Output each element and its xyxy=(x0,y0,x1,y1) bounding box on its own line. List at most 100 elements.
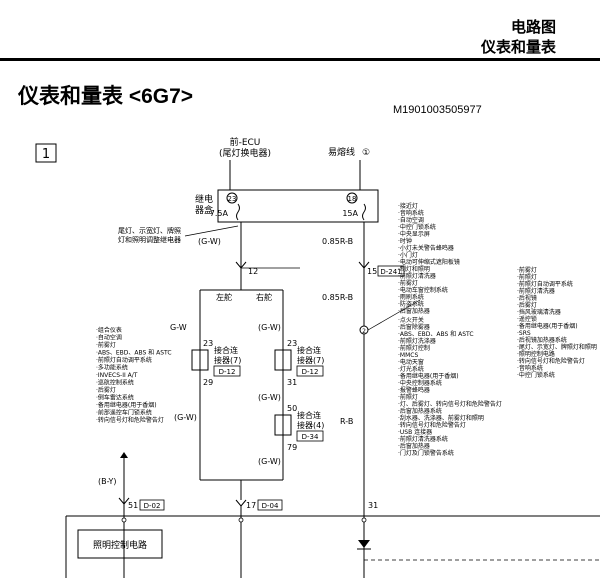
sheet-number-box xyxy=(35,143,57,163)
connector-15-arrow xyxy=(358,261,370,269)
wire-gw-right-2: (G-W) xyxy=(258,393,281,402)
list-c-item: ·前照灯 xyxy=(398,393,418,401)
connector-51-code: D-02 xyxy=(144,502,161,510)
list-d-item: ·前照灯清洗器 xyxy=(517,287,555,295)
list-d-item: ·遥控锁 xyxy=(517,315,537,323)
connector-15: 15 xyxy=(367,267,377,276)
list-a-item: ·组合仪表 xyxy=(96,326,122,334)
list-d-item: ·SRS xyxy=(517,330,531,337)
list-c-item: ·USB 连接器 xyxy=(398,428,432,436)
list-d-item: ·音响系统 xyxy=(517,364,543,372)
wire-gw-right-3: (G-W) xyxy=(258,457,281,466)
header-section: 电路图 xyxy=(510,18,556,36)
list-a-item: ·巡航控制系统 xyxy=(96,379,134,387)
list-c-item: ·MMCS xyxy=(398,352,418,359)
list-b-item: ·中央显示屏 xyxy=(398,230,430,238)
list-a-item: ·倒车雷达系统 xyxy=(96,394,134,402)
list-a: ·组合仪表·自动空调·前雾灯·ABS、EBD、ABS 和 ASTC·前照灯自动调… xyxy=(96,326,172,424)
list-a-item: ·自动空调 xyxy=(96,334,122,342)
list-b-item: ·音响系统 xyxy=(398,209,424,217)
list-b-item: ·前雾灯 xyxy=(398,279,418,287)
list-c-item: ·后窗加热器系统 xyxy=(398,407,442,415)
header-subsection: 仪表和量表 xyxy=(480,38,556,56)
list-c-item: ·前照灯控制 xyxy=(398,344,430,352)
svg-text:2: 2 xyxy=(362,328,366,335)
conn-right2-code: D-34 xyxy=(302,433,319,441)
conn-left-code: D-12 xyxy=(219,368,236,376)
list-c-item: ·门灯及门锁警告系统 xyxy=(398,449,454,457)
joint-connector-left xyxy=(191,349,209,371)
ecu-label: 前-ECU xyxy=(230,136,261,148)
list-c-item: ·备用继电器(用于香烟) xyxy=(398,372,459,380)
relay-box-label-2: 器盒 xyxy=(195,204,213,216)
list-a-item: ·转向信号灯和危险警告灯 xyxy=(96,416,164,424)
list-b-item: ·小灯未关警告蜂鸣器 xyxy=(398,244,454,252)
wire-by-label: (B-Y) xyxy=(98,477,117,486)
list-b-item: ·接近灯 xyxy=(398,202,418,210)
list-a-item: ·前照灯自动调平系统 xyxy=(96,356,152,364)
conn-right2-line2: 接器(4) xyxy=(297,420,324,430)
terminal-18: 18 xyxy=(348,195,357,203)
list-b-item: ·时钟 xyxy=(398,237,412,245)
conn-left-top: 23 xyxy=(203,339,213,348)
conn-left-bottom: 29 xyxy=(203,378,213,387)
left-drive-label: 左舵 xyxy=(216,292,232,302)
relay-box xyxy=(217,189,379,223)
conn-right-bottom: 31 xyxy=(287,378,297,387)
joint-connector-right-2 xyxy=(274,414,292,436)
conn-left-line1: 接合连 xyxy=(214,345,238,355)
terminal-23: 23 xyxy=(228,195,237,203)
wire-rb-label: R-B xyxy=(340,417,353,426)
list-b: ·接近灯·音响系统·自动空调·中控门锁系统·中央显示屏·时钟·小灯未关警告蜂鸣器… xyxy=(398,202,460,315)
list-b-item: ·前照灯清洗器 xyxy=(398,272,436,280)
conn-right2-bottom: 79 xyxy=(287,443,297,452)
list-b-item: ·防盗系统 xyxy=(398,300,424,308)
list-d-item: ·尾灯、示宽灯、牌照灯和照明 xyxy=(517,343,597,351)
connector-12: 12 xyxy=(248,267,258,276)
list-d-item: ·照明控制电路 xyxy=(517,350,555,358)
list-d-item: ·前照灯自动调平系统 xyxy=(517,280,573,288)
conn-right-top: 23 xyxy=(287,339,297,348)
list-c-item: ·后窗加热器 xyxy=(398,442,430,450)
page-title: 仪表和量表 <6G7> xyxy=(18,85,194,108)
list-d-item: ·后雾灯 xyxy=(517,301,537,309)
list-c-item: ·后窗除雾器 xyxy=(398,323,430,331)
wire-gw-right: (G-W) xyxy=(258,323,281,332)
fuse-amp-right: 15A xyxy=(342,209,358,218)
list-c-item: ·灯、后雾灯、转向信号灯和危险警告灯 xyxy=(398,400,502,408)
list-c-item: ·刮水器、洗涤器、前雾灯和照明 xyxy=(398,414,484,422)
wire-085rb-label-2: 0.85R-B xyxy=(322,293,353,302)
diode-icon xyxy=(358,540,370,548)
list-d-item: ·转向信号灯和危险警告灯 xyxy=(517,357,585,365)
document-code: M1901003505977 xyxy=(393,104,482,116)
lighting-control-label: 照明控制电路 xyxy=(93,539,147,551)
taillight-note-2: 灯和照明调整继电器 xyxy=(118,235,181,244)
conn-right-line2: 接器(7) xyxy=(297,355,324,365)
list-b-item: ·制灯和照明 xyxy=(398,265,430,273)
joint-connector-right xyxy=(274,349,292,371)
connector-31: 31 xyxy=(368,501,378,510)
conn-right-line1: 接合连 xyxy=(297,345,321,355)
list-b-item: ·后窗加热器 xyxy=(398,307,430,315)
list-d-item: ·备用继电器(用于香烟) xyxy=(517,322,578,330)
list-a-item: ·前部遥控车门锁系统 xyxy=(96,409,152,417)
list-b-item: ·雨刷系统 xyxy=(398,293,424,301)
right-drive-label: 右舵 xyxy=(256,292,272,302)
list-d-item: ·前雾灯 xyxy=(517,266,537,274)
taillight-note-1: 尾灯、示宽灯、牌照 xyxy=(118,226,181,235)
fuse-icon-right xyxy=(362,203,366,221)
list-c-item: ·中央控制器系统 xyxy=(398,379,442,387)
fuse-link-label: 易熔线 xyxy=(328,146,355,158)
terminal-23-marker xyxy=(226,192,238,204)
list-c-item: ·ABS、EBD、ABS 和 ASTC xyxy=(398,330,474,338)
list-c-item: ·前照灯清洗器系统 xyxy=(398,435,448,443)
list-d: ·前雾灯·前照灯·前照灯自动调平系统·前照灯清洗器·后视镜·后雾灯·挡风玻璃清洗… xyxy=(517,266,597,379)
ecu-sub-label: (尾灯换电器) xyxy=(219,147,271,159)
list-d-item: ·后视镜加热器系统 xyxy=(517,336,567,344)
list-c-item: ·点火开关 xyxy=(398,316,424,324)
wire-gw-left: G-W xyxy=(170,323,187,332)
fuse-icon-left xyxy=(236,203,240,221)
conn-right-code: D-12 xyxy=(302,368,319,376)
connector-51: 51 xyxy=(128,501,138,510)
